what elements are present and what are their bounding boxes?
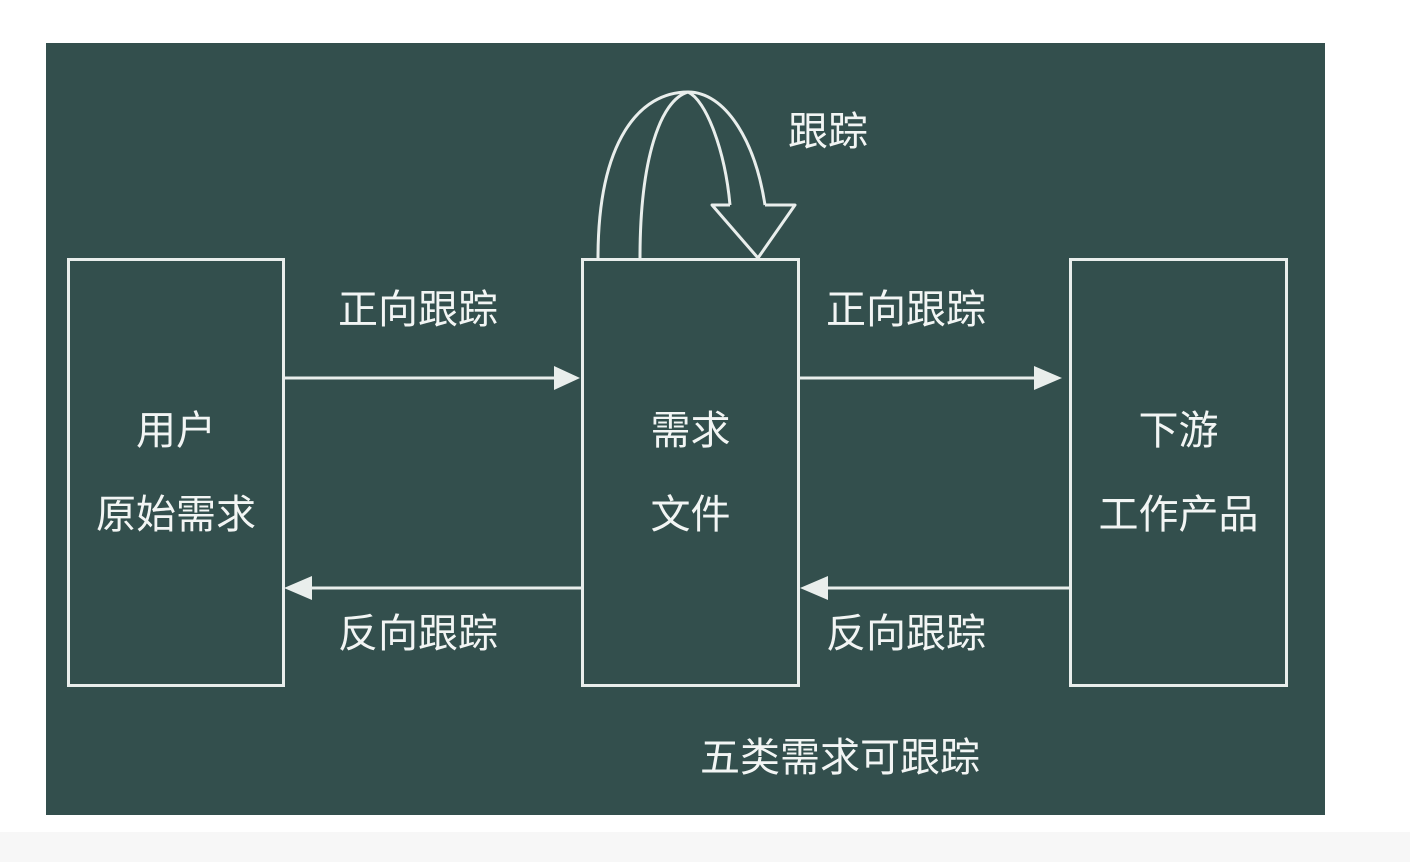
label-forward-trace-1: 正向跟踪 <box>338 287 498 333</box>
node-requirements-document: 需求 文件 <box>581 258 800 687</box>
node-req-line-1: 需求 <box>650 407 731 454</box>
node-user-requirements: 用户 原始需求 <box>67 258 285 687</box>
backward-arrow-1 <box>284 576 582 600</box>
backward-arrow-2 <box>800 576 1070 600</box>
label-forward-trace-2: 正向跟踪 <box>826 287 986 333</box>
self-trace-loop <box>596 90 797 260</box>
node-downstream-line-1: 下游 <box>1138 407 1219 454</box>
node-downstream-line-2: 工作产品 <box>1098 491 1259 538</box>
diagram-caption: 五类需求可跟踪 <box>700 735 980 781</box>
label-backward-trace-1: 反向跟踪 <box>338 611 498 657</box>
node-user-line-1: 用户 <box>136 407 216 454</box>
label-backward-trace-2: 反向跟踪 <box>826 611 986 657</box>
forward-arrow-2 <box>800 366 1062 390</box>
page-bottom-strip <box>0 832 1410 862</box>
label-self-trace: 跟踪 <box>788 109 868 155</box>
node-user-line-2: 原始需求 <box>96 491 256 538</box>
node-req-line-2: 文件 <box>650 491 731 538</box>
node-downstream-work-products: 下游 工作产品 <box>1069 258 1288 687</box>
forward-arrow-1 <box>284 366 580 390</box>
